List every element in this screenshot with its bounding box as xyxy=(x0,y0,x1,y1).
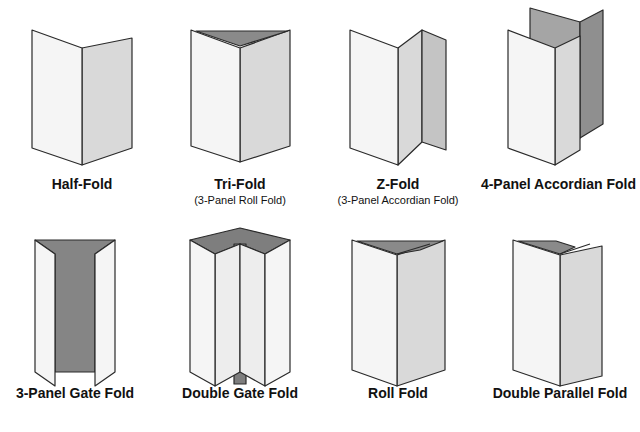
fold-name: Double Gate Fold xyxy=(182,385,298,401)
double-gate-fold-figure xyxy=(190,228,290,386)
tri-fold-figure xyxy=(191,30,290,162)
fold-alias: (3-Panel Accordian Fold) xyxy=(337,194,458,206)
gate-fold-figure xyxy=(35,240,115,386)
fold-name: 4-Panel Accordian Fold xyxy=(481,176,636,192)
half-fold-figure xyxy=(32,30,132,165)
fold-name: Double Parallel Fold xyxy=(493,385,628,401)
fold-name: Tri-Fold xyxy=(214,176,265,192)
fold-name: Half-Fold xyxy=(52,176,113,192)
fold-name: 3-Panel Gate Fold xyxy=(16,385,134,401)
accordion-fold-figure xyxy=(508,8,603,165)
z-fold-figure xyxy=(350,30,446,165)
roll-fold-figure xyxy=(352,240,445,386)
fold-alias: (3-Panel Roll Fold) xyxy=(194,194,286,206)
fold-name: Roll Fold xyxy=(368,385,428,401)
double-parallel-fold-figure xyxy=(513,240,602,386)
fold-name: Z-Fold xyxy=(377,176,420,192)
